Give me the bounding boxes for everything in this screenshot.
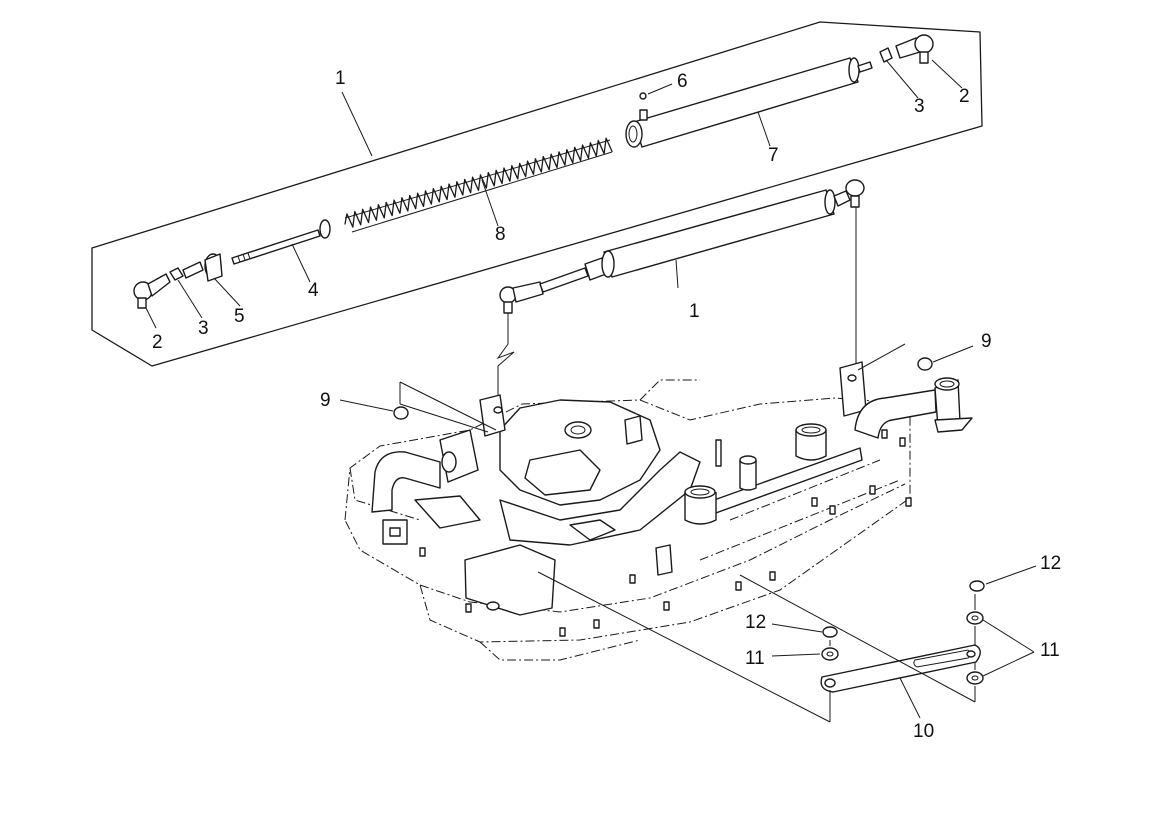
grease-fitting <box>639 92 648 121</box>
washer-11-left <box>821 647 839 661</box>
exploded-assembly <box>133 34 934 309</box>
ball-joint-right <box>895 34 934 64</box>
callout-6: 6 <box>677 71 688 92</box>
callout-2-right: 2 <box>959 86 970 107</box>
callout-3-left: 3 <box>198 318 209 339</box>
callout-12-right: 12 <box>1040 553 1061 574</box>
assembled-cylinder <box>499 179 865 314</box>
callout-7: 7 <box>768 145 779 166</box>
ring-12-right <box>969 580 985 592</box>
callout-4: 4 <box>308 280 319 301</box>
exploded-view-frame <box>91 21 983 367</box>
deck-brackets <box>371 361 973 616</box>
callout-5: 5 <box>234 306 245 327</box>
threaded-stub-left <box>182 261 204 279</box>
compression-spring <box>344 137 613 233</box>
threaded-rod <box>231 229 321 265</box>
callout-3-right: 3 <box>914 96 925 117</box>
nut-left <box>169 267 184 281</box>
callout-1-top: 1 <box>335 68 346 89</box>
rod-washer <box>319 219 331 239</box>
callout-11-left: 11 <box>745 648 765 669</box>
callout-labels: 1 1 2 2 3 3 4 5 6 7 8 9 9 10 11 11 12 12 <box>152 68 1061 742</box>
callout-1-lower: 1 <box>689 301 700 322</box>
nut-right <box>879 47 893 63</box>
callout-9-right: 9 <box>981 331 992 352</box>
callout-8: 8 <box>495 224 506 245</box>
cylinder-tube <box>625 57 873 148</box>
nut-9-right <box>917 357 933 371</box>
callout-9-left: 9 <box>320 390 331 411</box>
ball-joint-left <box>133 273 171 309</box>
projection-lines <box>399 343 976 723</box>
retainer-flange <box>204 253 223 282</box>
washer-11-right-bottom <box>966 671 984 685</box>
ring-12-left <box>822 626 838 638</box>
leader-lines <box>145 59 1037 719</box>
callout-2-left: 2 <box>152 332 163 353</box>
callout-11-right: 11 <box>1040 640 1060 661</box>
connector-left <box>496 313 515 404</box>
callout-12-left: 12 <box>745 612 766 633</box>
link-bar <box>820 644 981 693</box>
washer-11-right-top <box>966 611 984 625</box>
callout-10: 10 <box>913 721 934 742</box>
nut-9-left <box>393 406 409 420</box>
